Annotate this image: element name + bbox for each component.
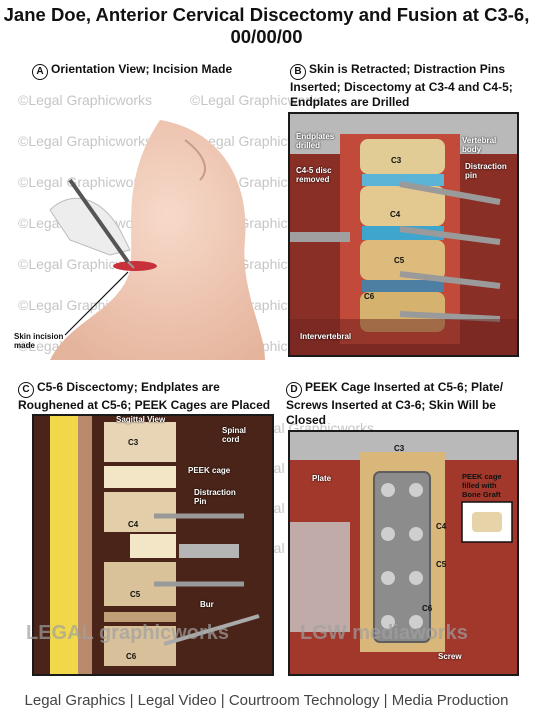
- label-peek-cage: PEEK cage: [188, 466, 231, 475]
- label-sagittal-view: Sagittal View: [116, 415, 166, 424]
- label-c4-c: C4: [128, 520, 139, 529]
- watermark: ©Legal Graphicworks: [190, 92, 325, 108]
- panel-d-badge: D: [286, 382, 302, 398]
- watermark: ©Legal Graphicworks: [18, 92, 153, 108]
- label-c5: C5: [394, 256, 405, 265]
- label-c5-d: C5: [436, 560, 447, 569]
- label-distraction-pin-c: Distraction Pin: [194, 488, 236, 506]
- label-distraction-pin: Distraction pin: [465, 162, 507, 180]
- label-endplates-drilled: Endplates drilled: [296, 132, 335, 150]
- label-c6-c: C6: [126, 652, 137, 661]
- panel-d-image: Plate Screw PEEK cage filled with Bone G…: [288, 430, 519, 676]
- label-intervertebral: Intervertebral: [300, 332, 352, 341]
- label-bur: Bur: [200, 600, 214, 609]
- label-c3: C3: [391, 156, 402, 165]
- panel-b-image: Endplates drilled C4-5 disc removed Vert…: [288, 112, 519, 357]
- title-line-1: Jane Doe, Anterior Cervical Discectomy a…: [3, 4, 530, 25]
- page-title: Jane Doe, Anterior Cervical Discectomy a…: [0, 4, 533, 48]
- label-peek-cage-bone-graft: PEEK cage filled with Bone Graft: [462, 472, 502, 499]
- panel-b-caption-text: Skin is Retracted; Distraction Pins Inse…: [290, 62, 513, 109]
- label-c6: C6: [364, 292, 375, 301]
- neck-illustration: [49, 120, 265, 360]
- panel-c-badge: C: [18, 382, 34, 398]
- retracted-spine-illustration: [290, 114, 517, 355]
- title-line-2: 00/00/00: [230, 26, 303, 47]
- label-screw: Screw: [438, 652, 462, 661]
- footer: Legal Graphics | Legal Video | Courtroom…: [24, 692, 509, 709]
- watermark: ©Legal Graphicworks: [18, 174, 153, 190]
- label-c4: C4: [390, 210, 401, 219]
- label-c4-5-disc-removed: C4-5 disc removed: [296, 166, 332, 184]
- label-plate: Plate: [312, 474, 332, 483]
- label-vertebral-body: Vertebral body: [462, 136, 497, 154]
- label-c5-c: C5: [130, 590, 141, 599]
- panel-c-image: Sagittal View Spinal cord PEEK cage Dist…: [32, 414, 274, 676]
- panel-c-caption-text: C5-6 Discectomy; Endplates are Roughened…: [18, 380, 271, 412]
- panel-a-badge: A: [32, 64, 48, 80]
- logo-legal-graphicworks: LEGAL graphicworks: [26, 622, 230, 644]
- watermark: ©Legal Graphicworks: [18, 133, 153, 149]
- label-c3-d: C3: [394, 444, 405, 453]
- plate-screws-illustration: [290, 432, 517, 674]
- label-c3-c: C3: [128, 438, 139, 447]
- label-skin-incision: Skin incision made: [14, 332, 64, 350]
- label-c4-d: C4: [436, 522, 447, 531]
- panel-d-caption-text: PEEK Cage Inserted at C5-6; Plate/ Screw…: [286, 380, 504, 427]
- panel-a-illustration: Skin incision made: [10, 120, 265, 360]
- panel-b-badge: B: [290, 64, 306, 80]
- label-spinal-cord: Spinal cord: [222, 426, 247, 444]
- panel-a-caption-text: Orientation View; Incision Made: [51, 62, 233, 76]
- logo-lgw-mediaworks: LGW mediaworks: [300, 622, 468, 644]
- label-c6-d: C6: [422, 604, 433, 613]
- sagittal-spine-illustration: [34, 416, 272, 674]
